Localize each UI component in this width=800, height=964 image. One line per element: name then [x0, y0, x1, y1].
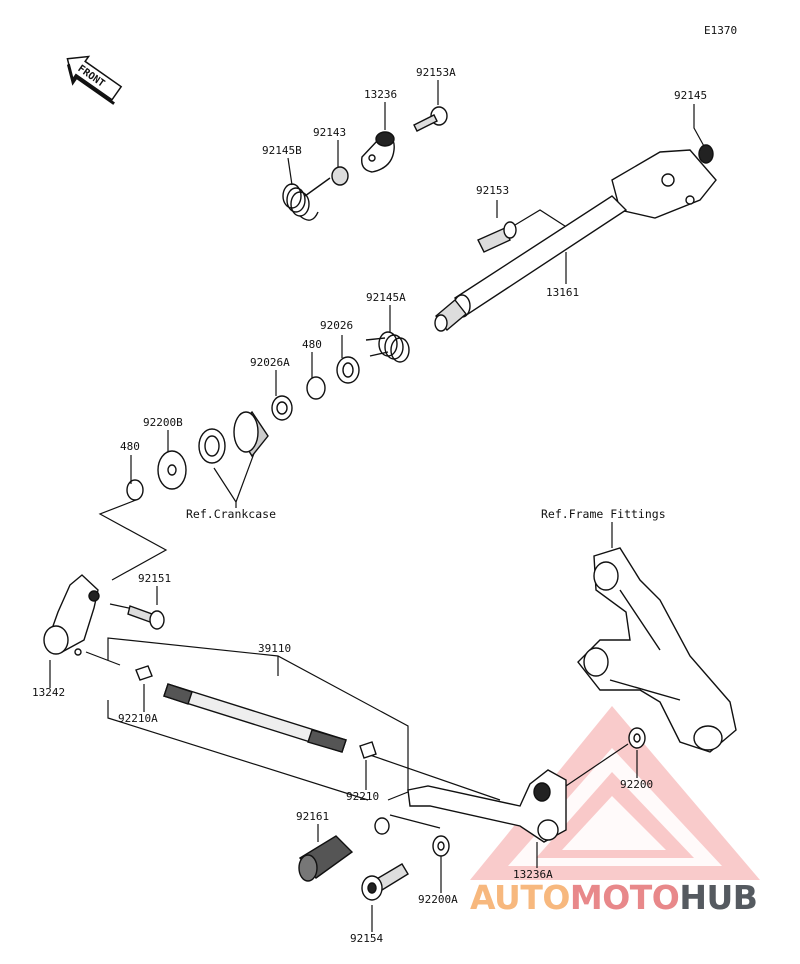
- washer-92026A: [271, 395, 293, 421]
- nut-92210: [359, 741, 377, 759]
- bolt-92153A: [413, 106, 448, 132]
- label-13242: 13242: [32, 686, 66, 699]
- label-92210: 92210: [346, 790, 380, 803]
- ref-crankcase: Ref.Crankcase: [186, 507, 277, 521]
- collar-92143: [331, 166, 349, 186]
- bolt-92153: [477, 221, 517, 253]
- frame-fittings-bracket: [577, 547, 737, 753]
- oil-seal: [198, 428, 226, 464]
- needle-bearing: [233, 410, 269, 458]
- label-92161: 92161: [296, 810, 330, 823]
- label-92145: 92145: [674, 89, 708, 102]
- label-92151: 92151: [138, 572, 172, 585]
- ref-frame-fittings: Ref.Frame Fittings: [541, 507, 666, 521]
- label-92153A: 92153A: [416, 66, 456, 79]
- shaft-13161: [434, 195, 628, 332]
- label-480-upper: 480: [302, 338, 322, 351]
- nut-92210A: [135, 665, 153, 681]
- rubber-92161: [298, 835, 354, 882]
- tie-rod-39110: [163, 683, 347, 753]
- label-39110: 39110: [258, 642, 292, 655]
- label-13236A: 13236A: [513, 868, 553, 881]
- watermark-logo: AUTOMOTOHUB: [470, 878, 758, 917]
- label-92026A: 92026A: [250, 356, 290, 369]
- bolt-92154: [361, 863, 409, 901]
- spring-92145B: [282, 177, 331, 221]
- label-92154: 92154: [350, 932, 384, 945]
- label-92145B: 92145B: [262, 144, 302, 157]
- bolt-92151: [127, 605, 165, 630]
- label-92153: 92153: [476, 184, 510, 197]
- label-480-lower: 480: [120, 440, 140, 453]
- label-13161: 13161: [546, 286, 580, 299]
- peg-pin: [374, 817, 390, 835]
- arm-13236: [361, 131, 395, 173]
- label-92200A: 92200A: [418, 893, 458, 906]
- label-92143: 92143: [313, 126, 347, 139]
- washer-92026: [336, 356, 360, 384]
- spring-92145A: [365, 331, 410, 363]
- lever-13242: [43, 574, 100, 656]
- label-92210A: 92210A: [118, 712, 158, 725]
- label-92145A: 92145A: [366, 291, 406, 304]
- label-13236: 13236: [364, 88, 398, 101]
- circlip-480-upper: [306, 376, 326, 400]
- label-92026: 92026: [320, 319, 354, 332]
- front-arrow-icon: [66, 55, 123, 105]
- label-92200B: 92200B: [143, 416, 183, 429]
- circlip-480-lower: [126, 479, 144, 501]
- leader-lines: [49, 80, 706, 932]
- washer-92200A: [432, 835, 450, 857]
- label-92200: 92200: [620, 778, 654, 791]
- shift-pedal: [407, 769, 567, 843]
- diagram-code: E1370: [704, 24, 738, 37]
- washer-92200B: [157, 450, 187, 490]
- washer-92200: [628, 727, 646, 749]
- shaft-bracket-13161: [611, 144, 717, 219]
